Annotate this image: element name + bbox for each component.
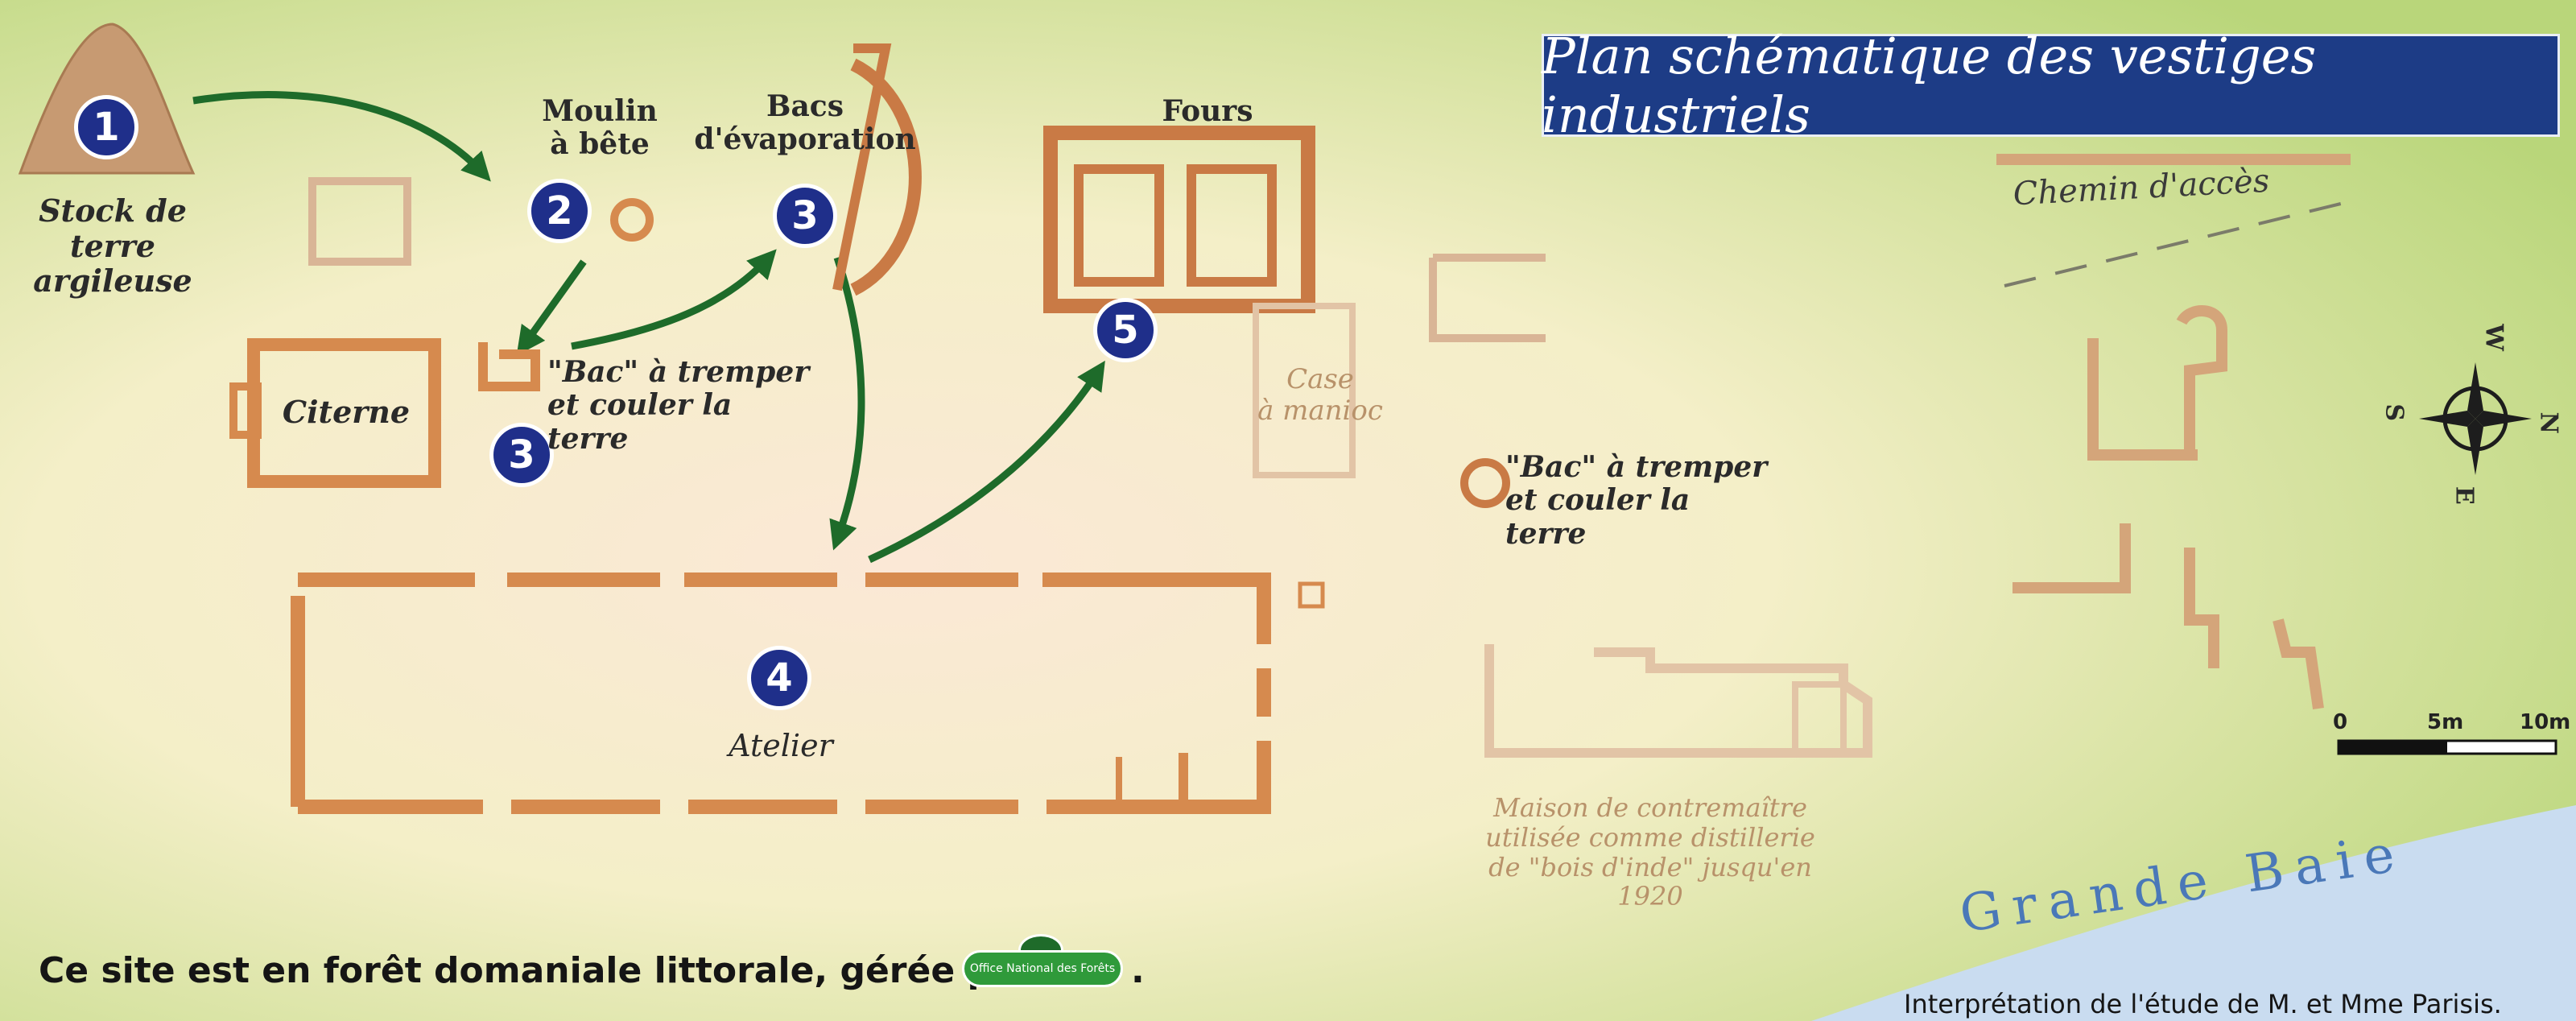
label-citerne: Citerne: [282, 394, 411, 430]
compass-e: E: [2450, 486, 2479, 505]
label-bacs-line1: Bacs: [766, 89, 844, 123]
map-title-banner: Plan schématique des vestiges industriel…: [1542, 27, 2560, 144]
compass-n: N: [2534, 411, 2563, 434]
label-moulin-line2: à bête: [550, 127, 650, 162]
footer-text: Ce site est en forêt domaniale littorale…: [39, 950, 1034, 991]
access-path-line: [2004, 200, 2351, 287]
label-moulin: Moulin à bête: [527, 94, 672, 162]
scale-label-0: 0: [2333, 710, 2348, 734]
label-maison: Maison de contremaître utilisée comme di…: [1465, 793, 1835, 911]
label-bac-tremper: "Bac" à tremper et couler la terre: [547, 355, 813, 456]
process-arrows: [192, 91, 1105, 564]
label-atelier: Atelier: [729, 728, 833, 763]
label-case-line2: à manioc: [1257, 395, 1383, 428]
onf-logo-text: Office National des Forêts: [962, 950, 1123, 987]
label-bac-tremper-line1: "Bac" à tremper: [547, 355, 810, 389]
label-bacs-line2: d'évaporation: [694, 122, 916, 157]
label-stock-line1: Stock de terre: [39, 192, 187, 264]
marker-4: 4: [747, 646, 811, 710]
label-maison-line3: de "bois d'inde" jusqu'en 1920: [1488, 851, 1812, 912]
sea-area: [1811, 805, 2576, 1021]
marker-2: 2: [527, 179, 592, 243]
map-title: Plan schématique des vestiges industriel…: [1542, 27, 2317, 144]
label-bac2-line2: et couler la terre: [1505, 483, 1690, 551]
credit-text: Interprétation de l'étude de M. et Mme P…: [1904, 989, 2502, 1019]
atelier-walls: [291, 573, 1271, 814]
marker-1: 1: [74, 95, 138, 159]
compass-rose: [2419, 362, 2532, 475]
label-bac-tremper-line2: et couler la terre: [547, 388, 733, 456]
label-fours: Fours: [1162, 94, 1253, 128]
marker-3-bac: 3: [489, 423, 554, 487]
marker-3-evaporation: 3: [773, 184, 837, 248]
footer-period: .: [1131, 950, 1145, 991]
marker-5: 5: [1093, 298, 1158, 362]
label-moulin-line1: Moulin: [542, 94, 658, 128]
scale-label-10m: 10m: [2520, 710, 2571, 734]
label-case-line1: Case: [1286, 363, 1354, 395]
label-stock: Stock de terre argileuse: [8, 193, 217, 299]
footer-main: Ce site est en forêt domaniale littorale…: [39, 950, 1034, 991]
label-stock-line2: argileuse: [33, 262, 192, 300]
east-ruins: [1996, 154, 2351, 709]
label-maison-line1: Maison de contremaître: [1493, 792, 1807, 823]
scale-label-5m: 5m: [2427, 710, 2464, 734]
label-bacs: Bacs d'évaporation: [692, 89, 918, 157]
scale-bar: [2337, 739, 2557, 755]
compass-s: S: [2380, 403, 2409, 422]
label-bac-tremper-east: "Bac" à tremper et couler la terre: [1505, 450, 1771, 551]
label-case-manioc: Case à manioc: [1232, 363, 1409, 428]
ruins-walls: [229, 43, 1872, 758]
label-maison-line2: utilisée comme distillerie: [1485, 821, 1815, 853]
label-bac2-line1: "Bac" à tremper: [1505, 450, 1768, 484]
onf-logo: Office National des Forêts: [962, 934, 1123, 990]
compass-w: W: [2479, 324, 2508, 351]
